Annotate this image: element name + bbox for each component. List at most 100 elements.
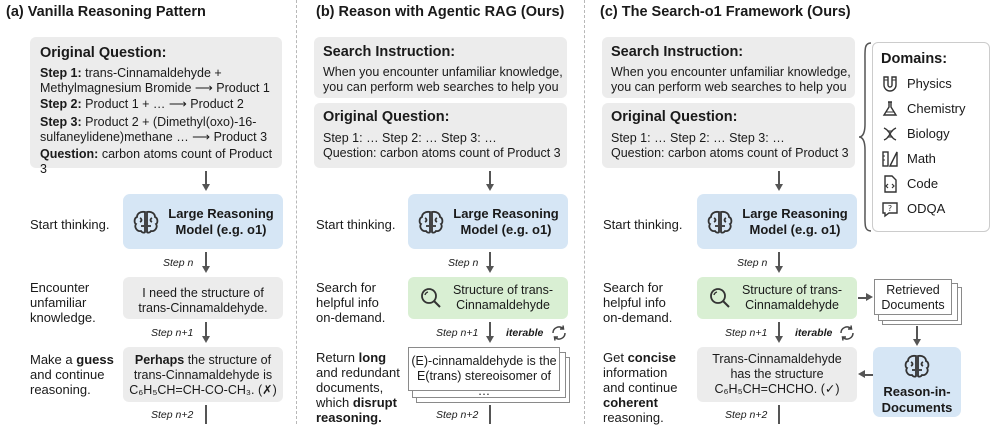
steps-line: Step 1: … Step 2: … Step 3: … xyxy=(611,131,785,145)
domain-physics: Physics xyxy=(881,71,966,96)
model-line-2: Model (e.g. o1) xyxy=(175,221,267,237)
start-thinking-label: Start thinking. xyxy=(603,217,683,232)
step-n1-label: Step n+1 xyxy=(725,327,768,339)
structure-line-1: Structure of trans- xyxy=(741,283,843,297)
question-line: Question: carbon atoms count of Product … xyxy=(611,146,849,160)
reasoning-model-box: Large Reasoning Model (e.g. o1) xyxy=(123,194,283,249)
step-3-label: Step 3: xyxy=(40,115,82,129)
step-n2-label: Step n+2 xyxy=(151,409,194,421)
disrupt-text: disrupt xyxy=(352,395,397,410)
get-concise-label: Get concise information and continue coh… xyxy=(603,350,677,425)
doc-line-2: E(trans) stereoisomer of … xyxy=(416,369,552,398)
arrow-retrieved-to-rid-head xyxy=(913,339,921,346)
answer-line-2: has the structure xyxy=(730,367,824,381)
step-1-label: Step 1: xyxy=(40,66,82,80)
concise-answer-box: Trans-Cinnamaldehyde has the structure C… xyxy=(697,347,857,402)
model-line-1: Large Reasoning xyxy=(453,205,559,221)
question-label: Question: xyxy=(40,147,99,161)
search-instruction-box: Search Instruction: When you encounter u… xyxy=(314,37,567,109)
need-line-1: I need the structure of xyxy=(142,286,264,300)
chat-question-icon: ? xyxy=(882,201,898,217)
encounter-line-2: unfamiliar xyxy=(30,295,87,310)
domain-label: Physics xyxy=(907,76,952,91)
flask-icon xyxy=(882,100,898,116)
domain-label: Biology xyxy=(907,126,950,141)
start-thinking-label: Start thinking. xyxy=(316,217,396,232)
model-label: Large Reasoning Model (e.g. o1) xyxy=(742,206,847,238)
search-instruction-text: When you encounter unfamiliar knowledge,… xyxy=(611,65,856,110)
arrow-rid-to-answer-head xyxy=(858,370,865,378)
search-line-1: When you encounter unfamiliar knowledge, xyxy=(323,65,563,79)
perhaps-box: Perhaps the structure of trans-Cinnamald… xyxy=(123,347,283,402)
arrow-c3-head xyxy=(775,336,783,343)
arrow-rid-to-answer xyxy=(864,374,873,376)
search-instruction-header: Search Instruction: xyxy=(611,44,744,60)
arrow-b2 xyxy=(489,252,491,267)
arrow-a3 xyxy=(205,322,207,337)
search-query-text: Structure of trans- Cinnamaldehyde xyxy=(444,283,562,313)
long-text: long xyxy=(358,350,387,365)
coherent-text: coherent xyxy=(603,395,658,410)
information-text: information xyxy=(603,365,668,380)
arrow-retrieved-to-rid xyxy=(916,326,918,340)
arrow-c2 xyxy=(778,252,780,267)
arrow-c2-head xyxy=(775,266,783,273)
domain-label: ODQA xyxy=(907,201,946,216)
question-header: Original Question: xyxy=(40,45,167,61)
original-question-box: Original Question: Step 1: … Step 2: … S… xyxy=(314,103,567,168)
search-instruction-box: Search Instruction: When you encounter u… xyxy=(602,37,855,109)
domain-label: Code xyxy=(907,176,939,191)
step-n-label: Step n xyxy=(737,257,768,269)
step-2-text: Product 1 + … ⟶ Product 2 xyxy=(81,97,244,111)
return-text: Return xyxy=(316,350,359,365)
step-n1-label: Step n+1 xyxy=(151,327,194,339)
loop-icon xyxy=(552,325,566,341)
step-1-text-2: Methylmagnesium Bromide ⟶ Product 1 xyxy=(40,81,270,95)
step-3-text: Product 2 + (Dimethyl(oxo)-16- xyxy=(81,115,257,129)
arrow-a2-head xyxy=(202,266,210,273)
model-label: Large Reasoning Model (e.g. o1) xyxy=(453,206,558,238)
encounter-label: Encounter unfamiliar knowledge. xyxy=(30,280,96,325)
search-instruction-text: When you encounter unfamiliar knowledge,… xyxy=(323,65,568,110)
svg-text:?: ? xyxy=(888,204,892,213)
brain-icon xyxy=(418,210,444,234)
model-line-2: Model (e.g. o1) xyxy=(460,221,552,237)
dna-icon xyxy=(883,126,897,141)
search-for-line-1: Search for xyxy=(316,280,376,295)
arrow-c1-head xyxy=(775,184,783,191)
search-for-line-3: on-demand. xyxy=(316,310,386,325)
answer-line-1: Trans-Cinnamaldehyde xyxy=(712,352,842,366)
get-text: Get xyxy=(603,350,628,365)
panel-a-title: (a) Vanilla Reasoning Pattern xyxy=(6,4,206,20)
and-redundant-text: and redundant xyxy=(316,365,400,380)
which-text: which xyxy=(316,395,353,410)
need-line-2: trans-Cinnamaldehyde. xyxy=(138,301,268,315)
search-query-box: Structure of trans- Cinnamaldehyde xyxy=(697,277,857,319)
make-guess-label: Make a guess and continue reasoning. xyxy=(30,352,114,397)
arrow-b4 xyxy=(489,405,491,424)
reasoning-model-box: Large Reasoning Model (e.g. o1) xyxy=(697,194,857,249)
domain-chemistry: Chemistry xyxy=(881,96,966,121)
iterable-label: iterable xyxy=(795,327,833,339)
arrow-a4 xyxy=(205,405,207,424)
question-text: carbon atoms count of Product 3 xyxy=(40,147,273,176)
domain-label: Math xyxy=(907,151,936,166)
panel-a-question-box: Original Question: Step 1: trans-Cinnama… xyxy=(30,37,282,176)
arrow-c4 xyxy=(778,405,780,424)
step-1: Step 1: trans-Cinnamaldehyde + Methylmag… xyxy=(40,66,280,96)
loop-icon xyxy=(840,325,854,341)
reasoning-text: reasoning. xyxy=(316,410,382,425)
panel-b-title: (b) Reason with Agentic RAG (Ours) xyxy=(316,4,565,20)
model-line-2: Model (e.g. o1) xyxy=(749,221,841,237)
search-icon xyxy=(710,288,730,308)
step-2: Step 2: Product 1 + … ⟶ Product 2 xyxy=(40,97,280,112)
arrow-b1-head xyxy=(486,184,494,191)
brain-icon xyxy=(707,210,733,234)
encounter-line-1: Encounter xyxy=(30,280,90,295)
domain-code: Code xyxy=(881,171,966,196)
perhaps-text: Perhaps xyxy=(134,353,185,367)
step-n-label: Step n xyxy=(163,257,194,269)
domains-box: Domains: Physics Chemistry Biology Math … xyxy=(872,42,990,232)
arrow-a1-head xyxy=(202,184,210,191)
retrieved-line-1: Retrieved xyxy=(886,283,940,297)
